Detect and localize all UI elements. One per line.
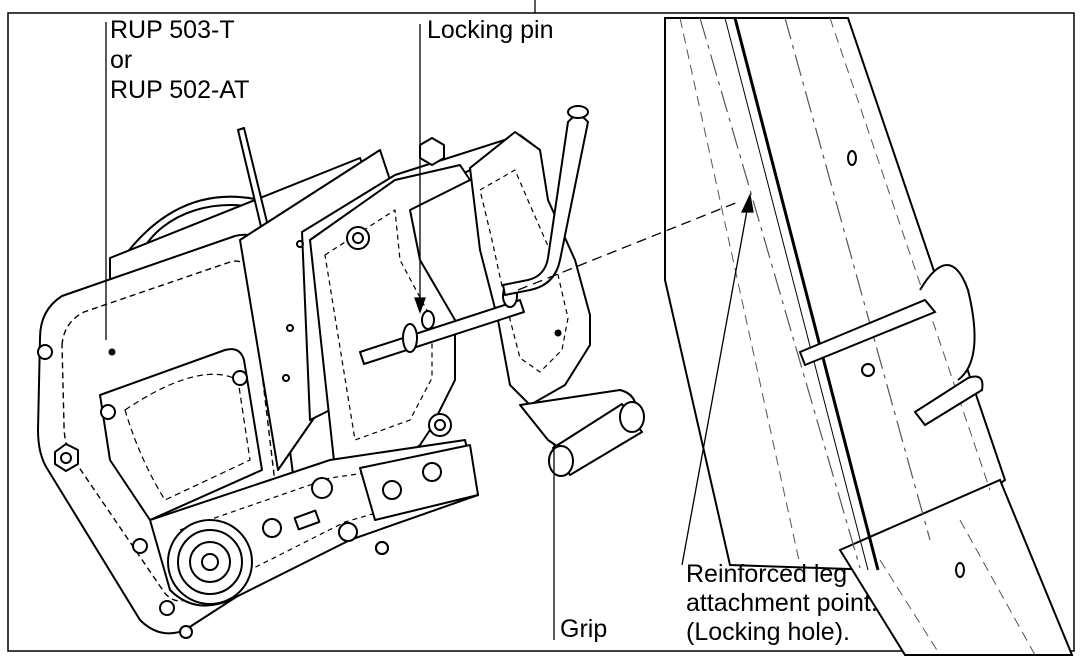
crank-slot <box>293 509 321 531</box>
screw <box>100 404 116 420</box>
locking-pin-collar <box>421 310 435 330</box>
label-attachment-line1: Reinforced leg <box>686 560 847 588</box>
tripod-leg <box>664 17 1074 656</box>
winch-housing-window <box>99 348 263 521</box>
grip-cylinder-end <box>619 401 645 433</box>
bracket-nut <box>346 226 370 250</box>
leg-tube-seam <box>733 17 880 571</box>
label-model-line3: RUP 502-AT <box>110 76 249 104</box>
locking-hole <box>847 150 857 166</box>
label-model-line1: RUP 503-T <box>110 16 235 44</box>
leg-tube-seam <box>724 17 869 571</box>
crank-bolt <box>422 462 442 482</box>
label-locking-pin: Locking pin <box>427 16 553 44</box>
bracket-bolt <box>419 137 445 166</box>
screw <box>159 600 175 616</box>
housing-mark <box>108 348 116 356</box>
leader-arrowhead <box>414 297 426 314</box>
leader-arrowhead <box>740 192 754 213</box>
label-attachment-line2: attachment point. <box>686 589 878 617</box>
plate-hole <box>296 240 304 248</box>
screw <box>37 344 53 360</box>
leg-clamp-bolt <box>861 363 875 377</box>
bracket-mark <box>554 329 562 337</box>
mount-bracket-left-inner <box>324 209 433 441</box>
crank-bolt <box>338 522 358 542</box>
leg-centerline <box>699 17 861 569</box>
drive-hub-ring <box>177 529 243 595</box>
screw <box>232 370 248 386</box>
locking-pin-shaft <box>359 299 525 365</box>
bracket-nut-inner <box>352 232 364 244</box>
crank-bolts <box>262 462 442 555</box>
label-grip: Grip <box>560 615 607 643</box>
leader-lines <box>105 0 754 640</box>
leg-clamp-band <box>798 298 937 367</box>
mount-bracket-right-inner <box>479 169 569 373</box>
plate-hole <box>282 374 290 382</box>
leg-centerline <box>784 17 931 541</box>
locking-hole <box>955 562 965 578</box>
leg-clamp-handle <box>913 375 984 427</box>
hex-nut-bore <box>60 452 72 464</box>
crank-bolt <box>382 480 402 500</box>
label-attachment-line3: (Locking hole). <box>686 618 850 646</box>
crank-plate <box>359 444 479 521</box>
leader-attachment <box>681 204 749 566</box>
crank-bolt <box>311 477 333 499</box>
figure-frame <box>7 12 1075 652</box>
leg-lower-dash <box>959 519 1036 656</box>
grip-cylinder-end <box>548 445 574 477</box>
leg-lower-dash <box>879 559 941 656</box>
label-model-line2: or <box>110 46 132 74</box>
drive-hub-ring <box>189 541 231 583</box>
locking-pin-collar <box>402 323 418 353</box>
hex-nut <box>54 443 79 472</box>
plate-hole <box>286 324 294 332</box>
leg-edge-dash <box>679 17 801 566</box>
crank-bolt <box>262 518 282 538</box>
leg-clamp-ring <box>919 264 976 381</box>
leg-edge-dash <box>829 17 991 491</box>
crank-bolt <box>375 541 389 555</box>
grip-handle-top <box>567 105 589 119</box>
bracket-nut-inner <box>434 419 446 431</box>
winch-unit <box>37 105 645 639</box>
alignment-line <box>517 201 739 291</box>
screw <box>179 625 193 639</box>
bracket-nut <box>428 413 452 437</box>
drive-hub-center <box>201 553 219 571</box>
screw <box>132 538 148 554</box>
